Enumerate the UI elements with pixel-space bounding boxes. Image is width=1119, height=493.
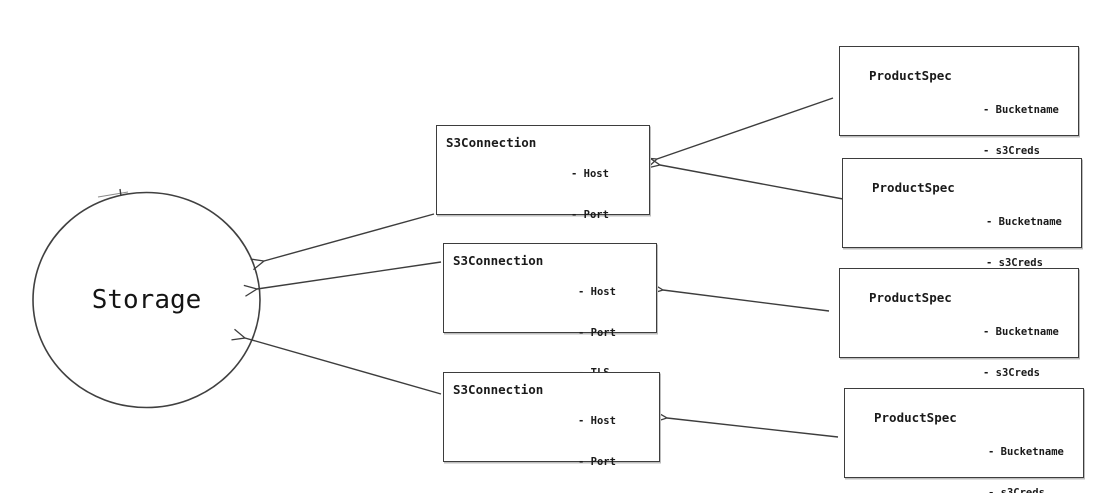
attribute-item: - Host	[578, 286, 616, 298]
arrow-productspec4-to-s3connection3[interactable]	[653, 410, 839, 438]
attribute-list: - Host - Port - TLS	[578, 388, 616, 493]
attribute-list: - Bucketname - s3Creds	[983, 299, 1059, 407]
attribute-item: - s3Creds	[986, 256, 1043, 269]
attribute-item: - Host	[571, 168, 609, 180]
attribute-item: - Bucketname	[986, 216, 1062, 228]
arrow-productspec1-to-s3connection1[interactable]	[643, 97, 834, 169]
attribute-item: - Port	[578, 326, 616, 339]
node-title: S3Connection	[446, 135, 537, 150]
attribute-list: - Bucketname - s3Creds	[986, 189, 1062, 297]
circle-sketch-tick	[119, 188, 122, 197]
arrow-productspec3-to-s3connection2[interactable]	[649, 282, 830, 312]
attribute-item: - s3Creds	[983, 144, 1040, 157]
arrow-s3connection1-to-storage[interactable]	[250, 213, 435, 271]
node-s3-connection-3[interactable]: S3Connection - Host - Port - TLS	[443, 372, 660, 468]
attribute-item: - Bucketname	[983, 104, 1059, 116]
attribute-item: - Bucketname	[983, 326, 1059, 338]
attribute-item: - Host	[578, 415, 616, 427]
node-title: S3Connection	[453, 382, 544, 397]
attribute-list: - Bucketname - s3Creds	[988, 419, 1064, 493]
node-s3-connection-2[interactable]: S3Connection - Host - Port - TLS	[443, 243, 657, 379]
attribute-item: - Port	[571, 208, 609, 221]
node-title: ProductSpec	[869, 290, 952, 305]
attribute-item: - Bucketname	[988, 446, 1064, 458]
node-title: ProductSpec	[874, 410, 957, 425]
arrow-s3connection3-to-storage[interactable]	[231, 328, 442, 395]
storage-node[interactable]	[32, 191, 261, 409]
attribute-list: - Bucketname - s3Creds	[983, 77, 1059, 185]
storage-label: Storage	[91, 284, 202, 315]
node-title: S3Connection	[453, 253, 544, 268]
node-s3-connection-1[interactable]: S3Connection - Host - Port - TLS	[436, 125, 650, 261]
attribute-item: - s3Creds	[988, 486, 1045, 493]
node-title: ProductSpec	[869, 68, 952, 83]
node-title: ProductSpec	[872, 180, 955, 195]
node-product-spec-3[interactable]: ProductSpec - Bucketname - s3Creds	[839, 268, 1079, 379]
arrow-s3connection2-to-storage[interactable]	[243, 261, 442, 297]
attribute-item: - Port	[578, 455, 616, 468]
attribute-item: - s3Creds	[983, 366, 1040, 379]
arrow-productspec2-to-s3connection1[interactable]	[646, 156, 844, 200]
node-product-spec-4[interactable]: ProductSpec - Bucketname - s3Creds	[844, 388, 1084, 493]
circle-sketch-tick	[97, 191, 129, 198]
node-product-spec-2[interactable]: ProductSpec - Bucketname - s3Creds	[842, 158, 1082, 269]
node-product-spec-1[interactable]: ProductSpec - Bucketname - s3Creds	[839, 46, 1079, 157]
